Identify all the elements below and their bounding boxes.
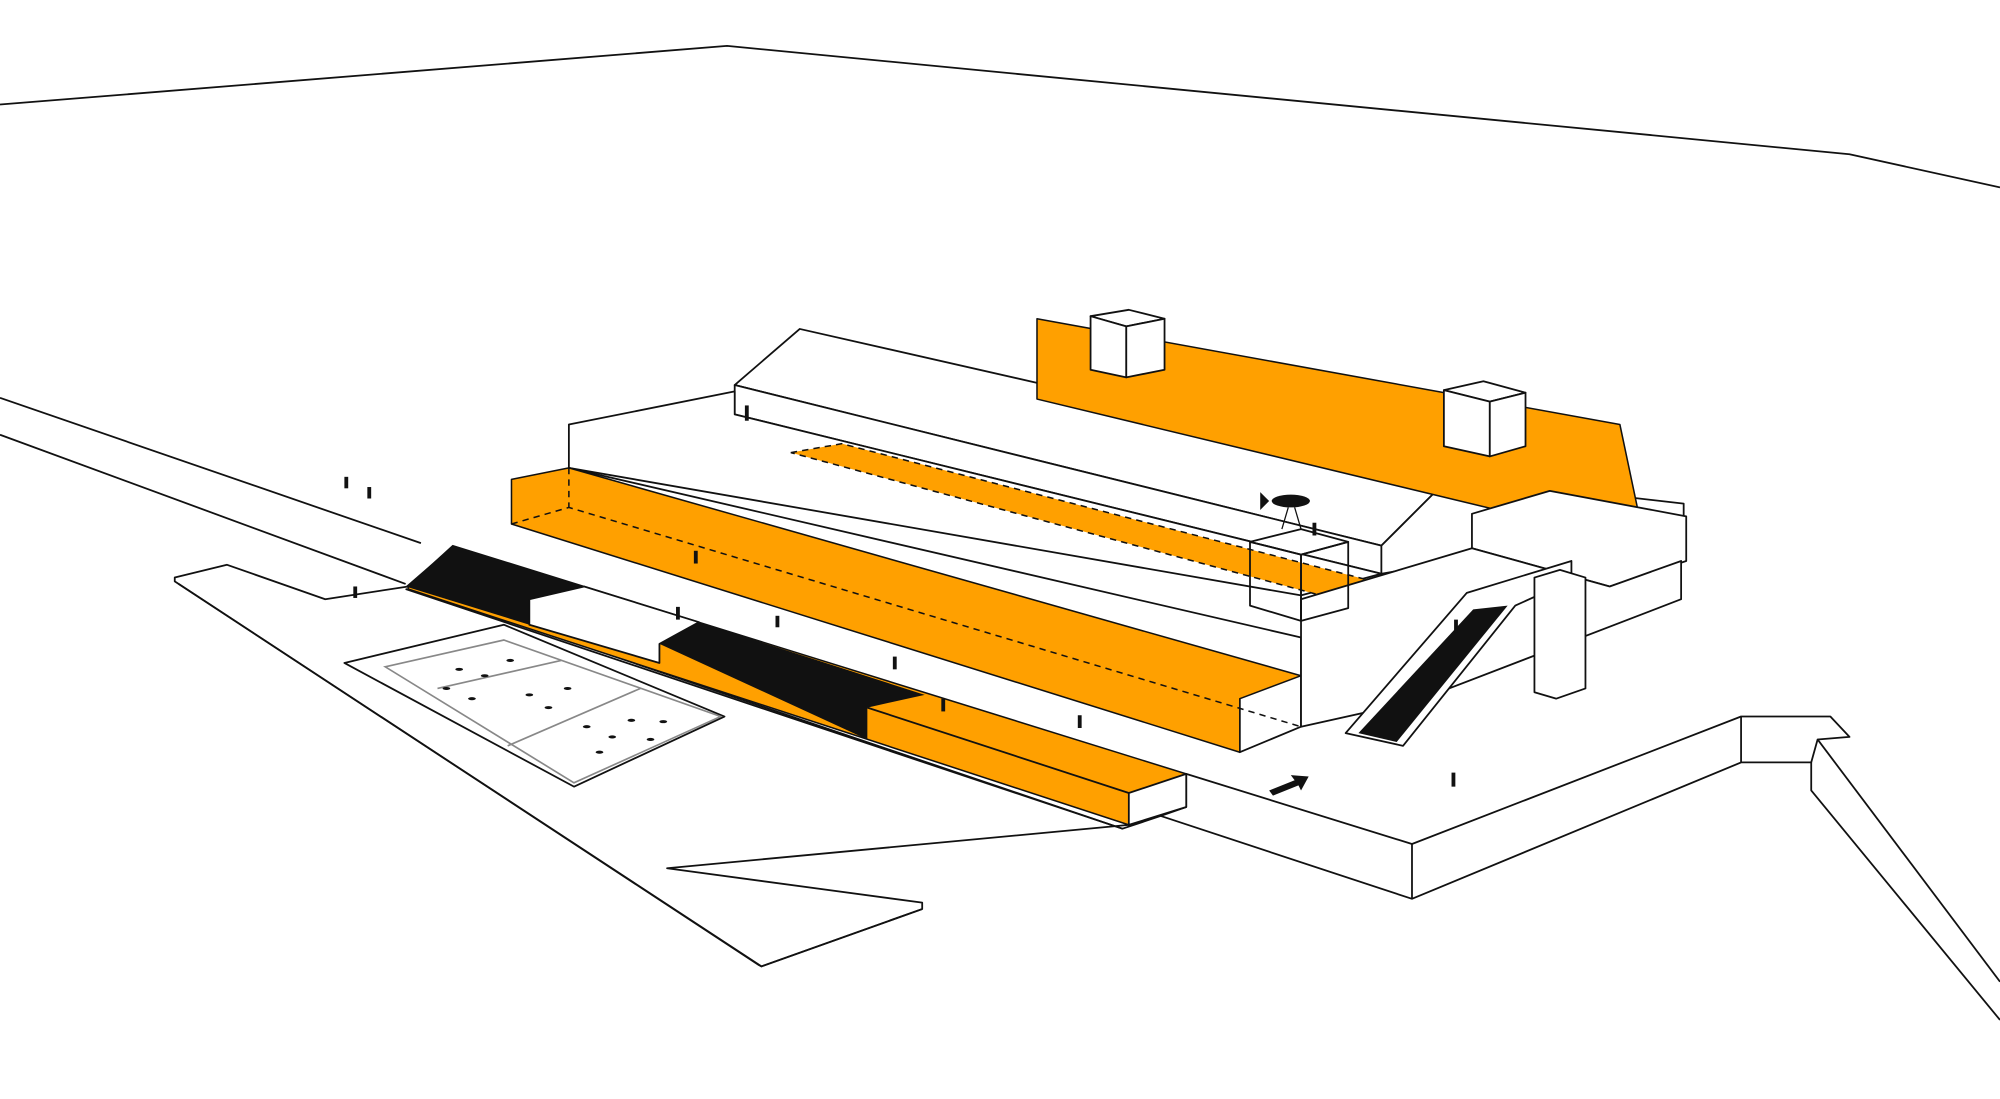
- road-right: [1160, 715, 1851, 900]
- road-edge-lower: [0, 433, 406, 585]
- stepped-seating: [405, 544, 1188, 830]
- roof-box-2: [1442, 380, 1527, 458]
- glass-box: [1249, 528, 1350, 622]
- people-figures: [344, 405, 1458, 787]
- entrance-arrow-icon: [1269, 775, 1309, 796]
- roof-box-1: [1089, 308, 1166, 379]
- road-far-right: [1816, 738, 2000, 983]
- escalator: [1344, 560, 1587, 747]
- fish-pool: [343, 623, 726, 788]
- fish-sculpture: [1260, 492, 1310, 530]
- platform-edge: [178, 583, 923, 968]
- site-boundary-line: [0, 45, 2000, 189]
- road-edge-upper: [0, 396, 422, 544]
- road-far-right-edge: [1810, 762, 2000, 1021]
